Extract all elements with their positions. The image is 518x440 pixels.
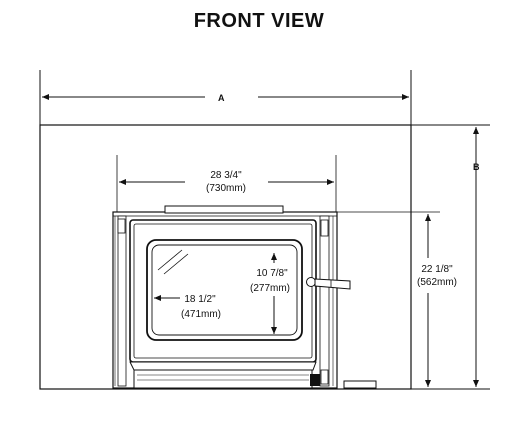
door-glass: [146, 239, 303, 341]
dimension-b: B: [411, 124, 490, 390]
dimension-glass-width: 18 1/2" (471mm): [154, 294, 221, 320]
glass-height-metric: (277mm): [250, 283, 290, 294]
stove-base: [129, 361, 377, 389]
total-height-imperial: 22 1/8": [421, 264, 453, 275]
glass-width-metric: (471mm): [181, 309, 221, 320]
dimension-total-height: 22 1/8" (562mm): [322, 211, 457, 390]
dimension-a-label: A: [218, 93, 225, 103]
door-width-metric: (730mm): [206, 183, 246, 194]
page-title: FRONT VIEW: [193, 10, 325, 32]
door-handle: [306, 277, 351, 290]
glass-height-imperial: 10 7/8": [256, 268, 288, 279]
dimension-door-width: 28 3/4" (730mm): [116, 155, 337, 212]
dimension-a: A: [39, 70, 412, 125]
glass-width-imperial: 18 1/2": [184, 294, 216, 305]
dimension-glass-height: 10 7/8" (277mm): [250, 253, 290, 334]
total-height-metric: (562mm): [417, 277, 457, 288]
dimension-b-label: B: [473, 162, 480, 172]
door-width-imperial: 28 3/4": [210, 170, 242, 181]
